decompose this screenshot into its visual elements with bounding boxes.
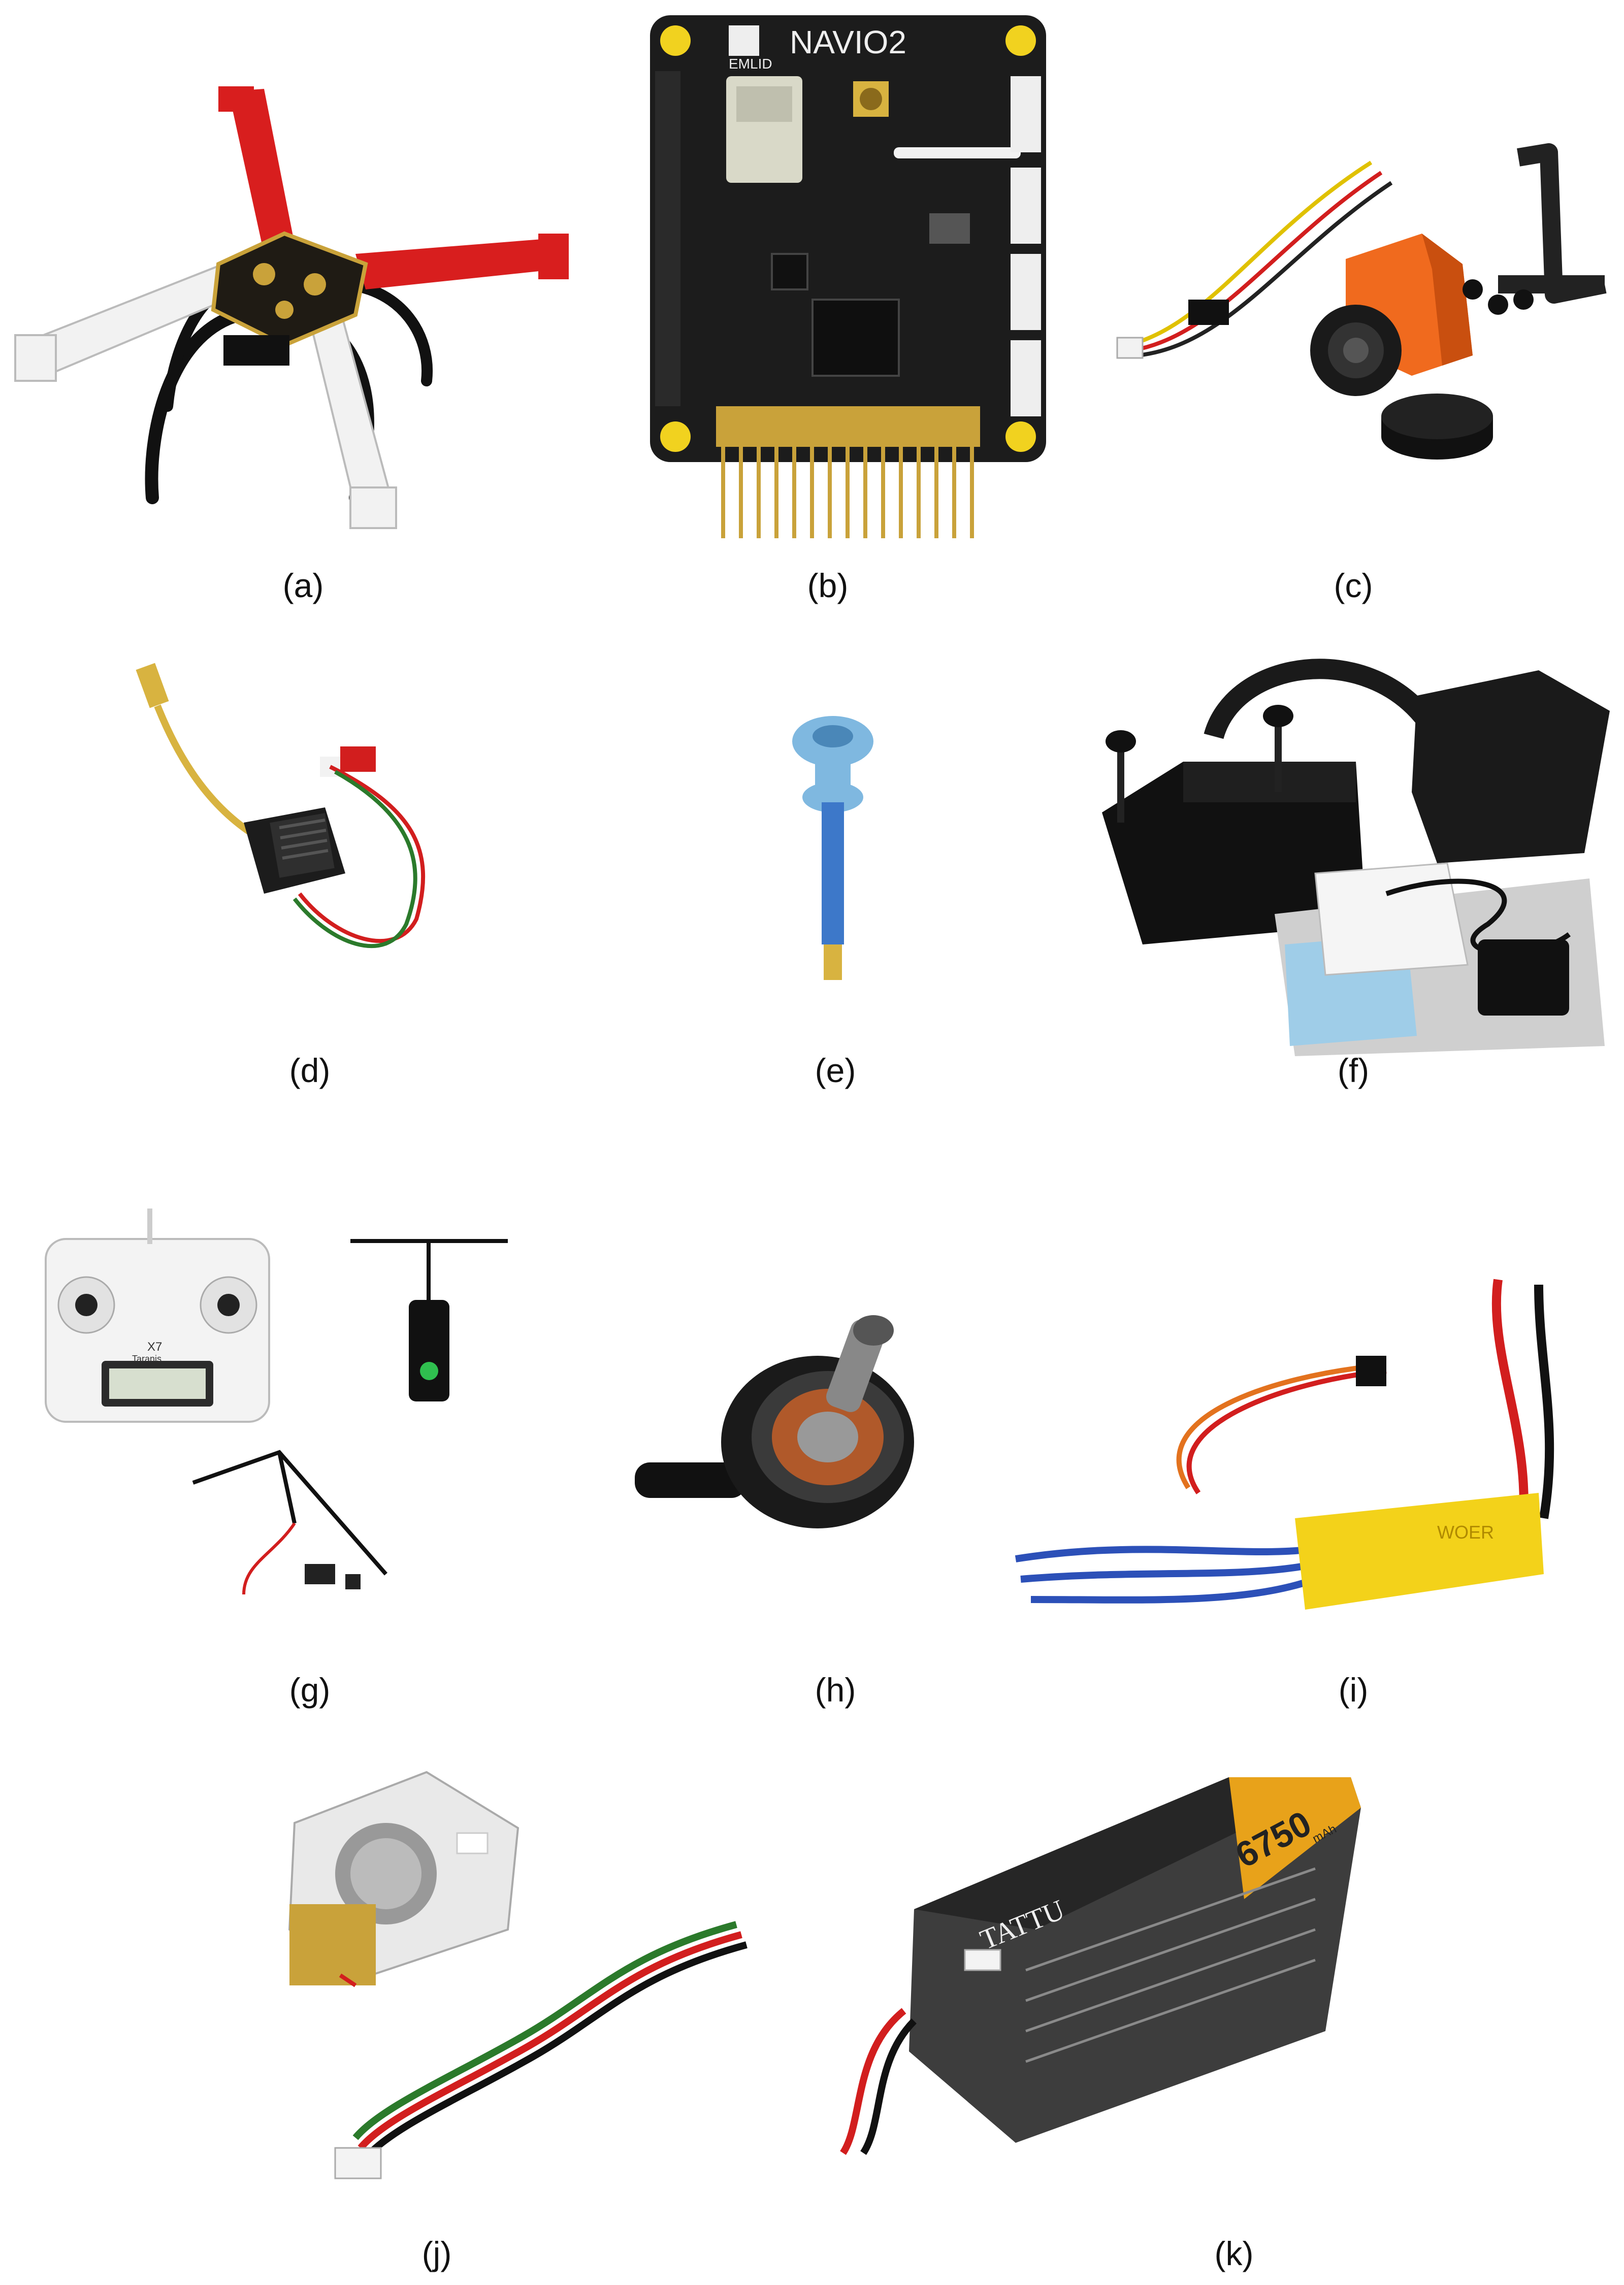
caption-j: (j) <box>421 2235 452 2272</box>
panel-d-vtx <box>132 655 488 985</box>
radio-model-text: X7 <box>147 1340 162 1354</box>
flight-controller-image: EMLID NAVIO2 <box>650 15 1046 538</box>
caption-c: (c) <box>1334 567 1373 604</box>
caption-k: (k) <box>1214 2235 1254 2272</box>
buzzer-image <box>288 1771 748 2179</box>
panel-e-antenna <box>787 711 879 995</box>
quadcopter-frame-image <box>14 86 569 529</box>
caption-h: (h) <box>815 1671 856 1709</box>
emlid-text: EMLID <box>729 56 772 72</box>
radio-brand-text: Taranis <box>132 1354 161 1364</box>
brushless-motor-image <box>635 1315 914 1528</box>
panel-f-goggles <box>1082 640 1620 1061</box>
fpv-camera-image <box>1116 143 1607 460</box>
caption-g: (g) <box>289 1671 331 1709</box>
video-transmitter-image <box>136 663 425 949</box>
caption-d: (d) <box>289 1052 331 1089</box>
panel-b-board: EMLID NAVIO2 <box>645 10 1051 543</box>
caption-f: (f) <box>1337 1052 1370 1089</box>
panel-i-esc: WOER <box>990 1275 1579 1660</box>
panel-g-radio: X7 Taranis <box>30 1209 528 1625</box>
caption-a: (a) <box>282 567 324 604</box>
antenna-image <box>792 716 873 980</box>
caption-e: (e) <box>815 1052 856 1089</box>
radio-transmitter-image: X7 Taranis <box>45 1209 508 1595</box>
caption-i: (i) <box>1338 1671 1369 1709</box>
lipo-battery-image: 6750 mAh TATTU <box>840 1777 1361 2155</box>
esc-image: WOER <box>1015 1279 1554 1610</box>
panel-c-camera <box>1107 132 1615 487</box>
navio2-text: NAVIO2 <box>790 24 906 60</box>
caption-b: (b) <box>807 567 849 604</box>
panel-k-battery: 6750 mAh TATTU <box>840 1767 1442 2173</box>
fpv-goggles-image <box>1102 659 1610 1056</box>
esc-brand-text: WOER <box>1437 1522 1494 1543</box>
panel-a-frame <box>0 51 584 533</box>
panel-j-buzzer <box>274 1762 772 2189</box>
panel-h-motor <box>635 1310 990 1533</box>
